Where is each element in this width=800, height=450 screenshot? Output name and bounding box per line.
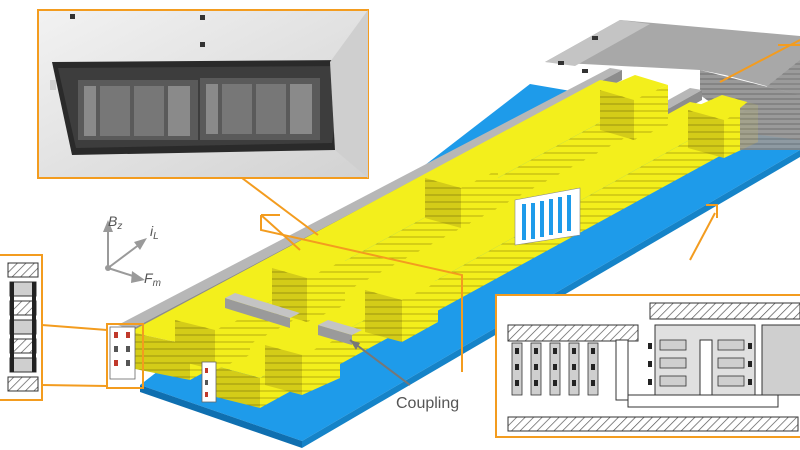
comb-fingers-right (648, 339, 752, 387)
bz-label: Bz (108, 213, 122, 232)
yellow-block-4 (600, 75, 668, 140)
coupling-label: Coupling (396, 395, 459, 412)
yellow-block-1 (175, 305, 250, 370)
coupling-bar-1 (225, 293, 300, 328)
highlight-regions (106, 39, 800, 389)
il-label: iL (150, 223, 159, 242)
photo-device-left (78, 80, 198, 140)
comb-drive (514, 187, 581, 246)
axis-triad: Bz iL Fm (103, 213, 161, 289)
coupling-bar-2 (318, 320, 362, 345)
leader-lines (41, 174, 716, 387)
yellow-block-6 (365, 272, 438, 342)
fm-label: Fm (144, 270, 161, 289)
end-cap-right (201, 361, 217, 403)
right-edge-stack (740, 60, 800, 150)
end-cap-left (109, 326, 136, 380)
inset-comb-schematic (495, 294, 800, 438)
inset-photo (37, 9, 369, 179)
photo-device-right (200, 78, 320, 140)
inset-cross-section (0, 254, 43, 401)
comb-fingers-left (511, 342, 599, 396)
yellow-block-3 (425, 160, 498, 228)
yellow-block-5 (265, 328, 340, 395)
coupling-callout: Coupling (349, 339, 459, 412)
